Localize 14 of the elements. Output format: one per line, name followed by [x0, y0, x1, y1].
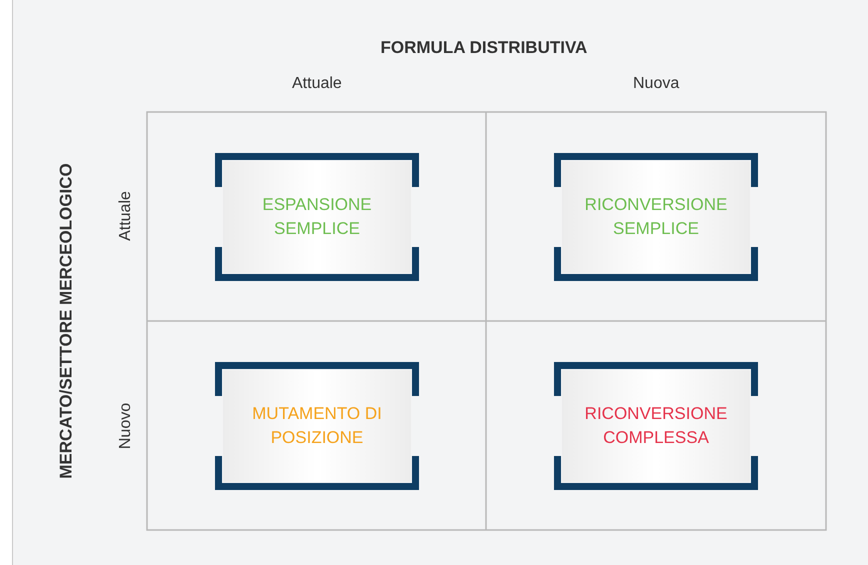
- strategy-box: [554, 153, 758, 281]
- row-header: Nuovo: [117, 402, 136, 450]
- strategy-box: [215, 153, 419, 281]
- strategy-label: ESPANSIONE SEMPLICE: [261, 194, 373, 240]
- axis-title: FORMULA DISTRIBUTIVA: [380, 38, 588, 58]
- column-header: Attuale: [292, 75, 342, 93]
- row-header: Attuale: [116, 191, 135, 241]
- column-header: Nuova: [633, 75, 680, 93]
- strategy-label: RICONVERSIONE SEMPLICE: [584, 194, 728, 240]
- strategy-label: RICONVERSIONE COMPLESSA: [584, 403, 728, 449]
- axis-title: MERCATO/SETTORE MERCEOLOGICO: [56, 163, 76, 479]
- strategy-label: MUTAMENTO DI POSIZIONE: [251, 403, 383, 449]
- strategy-box: [215, 362, 419, 490]
- strategy-box: [554, 362, 758, 490]
